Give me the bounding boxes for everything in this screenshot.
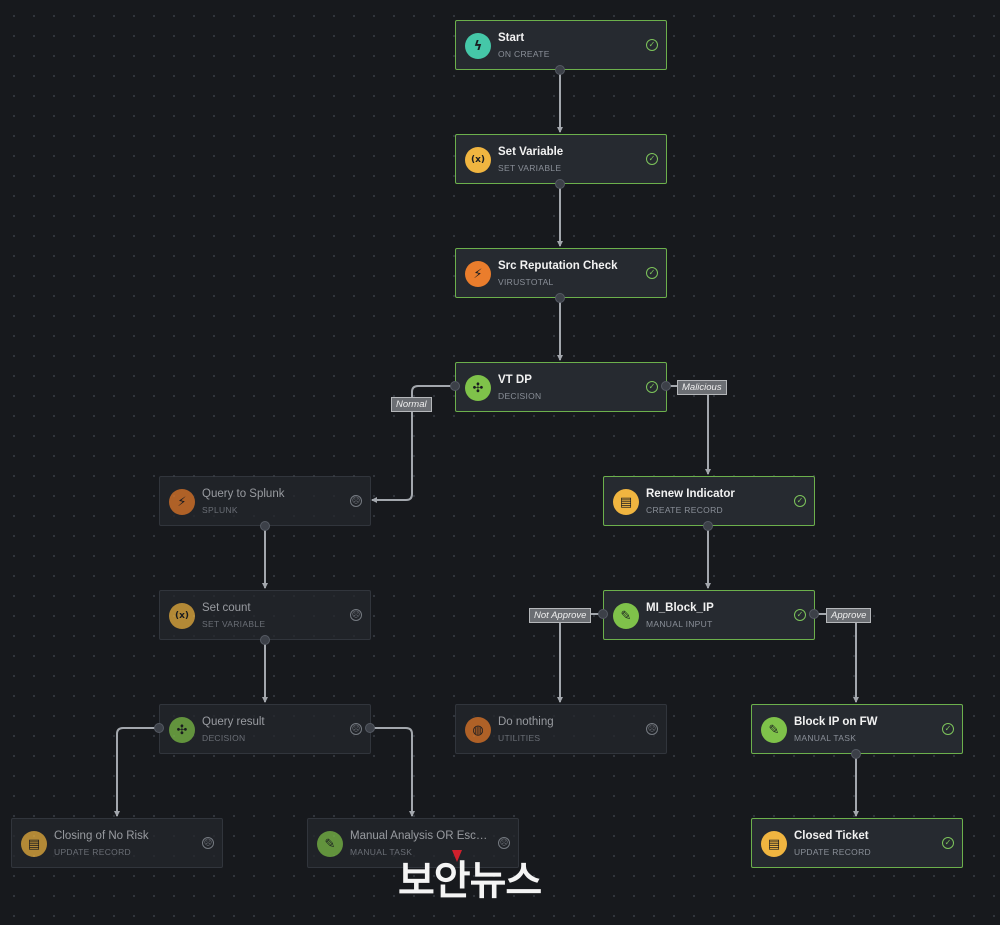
lightbulb-icon: ◍ [465,717,491,743]
pending-face-icon: ☹ [202,837,214,849]
port[interactable] [450,381,460,391]
node-mi-block-ip[interactable]: ✎ MI_Block_IP MANUAL INPUT ✓ [603,590,815,640]
pending-face-icon: ☹ [646,723,658,735]
port[interactable] [661,381,671,391]
node-type: ON CREATE [498,49,550,59]
check-circle-icon: ✓ [646,381,658,393]
node-title: MI_Block_IP [646,602,714,614]
port[interactable] [809,609,819,619]
node-type: UPDATE RECORD [54,847,131,857]
node-set-variable[interactable]: (x) Set Variable SET VARIABLE ✓ [455,134,667,184]
node-type: MANUAL TASK [350,847,413,857]
decision-icon: ✣ [169,717,195,743]
node-title: Start [498,32,525,44]
node-query-result[interactable]: ✣ Query result DECISION ☹ [159,704,371,754]
pencil-icon: ✎ [613,603,639,629]
node-type: SET VARIABLE [202,619,266,629]
record-icon: ▤ [613,489,639,515]
port[interactable] [555,179,565,189]
edge-label-normal: Normal [391,397,432,412]
node-type: MANUAL INPUT [646,619,713,629]
port[interactable] [703,521,713,531]
node-title: Do nothing [498,716,554,728]
node-renew-indicator[interactable]: ▤ Renew Indicator CREATE RECORD ✓ [603,476,815,526]
record-icon: ▤ [761,831,787,857]
node-query-to-splunk[interactable]: ⚡ Query to Splunk SPLUNK ☹ [159,476,371,526]
task-icon: ✎ [761,717,787,743]
node-title: Block IP on FW [794,716,878,728]
pending-face-icon: ☹ [350,723,362,735]
port[interactable] [154,723,164,733]
port[interactable] [851,749,861,759]
check-circle-icon: ✓ [646,153,658,165]
pending-face-icon: ☹ [350,609,362,621]
edge-query-result-to-closing [114,727,160,817]
port[interactable] [555,65,565,75]
node-type: UTILITIES [498,733,541,743]
pending-face-icon: ☹ [498,837,510,849]
plug-icon: ⚡ [169,489,195,515]
check-circle-icon: ✓ [794,495,806,507]
node-title: Set count [202,602,251,614]
decision-icon: ✣ [465,375,491,401]
edge-vt-dp-malicious [666,385,711,475]
node-title: Src Reputation Check [498,260,618,272]
watermark-accent [452,850,462,862]
variable-icon: (x) [169,603,195,629]
node-type: MANUAL TASK [794,733,857,743]
node-type: VIRUSTOTAL [498,277,554,287]
check-circle-icon: ✓ [942,837,954,849]
node-closed-ticket[interactable]: ▤ Closed Ticket UPDATE RECORD ✓ [751,818,963,868]
node-title: VT DP [498,374,532,386]
port[interactable] [365,723,375,733]
node-title: Set Variable [498,146,564,158]
node-title: Renew Indicator [646,488,735,500]
node-title: Manual Analysis OR Escal... [350,830,492,842]
edge-mi-block-approve [814,613,859,703]
node-start[interactable]: ϟ Start ON CREATE ✓ [455,20,667,70]
plug-icon: ⚡ [465,261,491,287]
node-src-reputation-check[interactable]: ⚡ Src Reputation Check VIRUSTOTAL ✓ [455,248,667,298]
check-circle-icon: ✓ [794,609,806,621]
node-title: Closed Ticket [794,830,869,842]
edge-vt-dp-normal [371,385,456,503]
node-closing-of-no-risk[interactable]: ▤ Closing of No Risk UPDATE RECORD ☹ [11,818,223,868]
node-block-ip-on-fw[interactable]: ✎ Block IP on FW MANUAL TASK ✓ [751,704,963,754]
edge-mi-block-not-approve [557,613,604,703]
node-type: SPLUNK [202,505,238,515]
check-circle-icon: ✓ [646,267,658,279]
node-title: Query result [202,716,265,728]
node-vt-dp[interactable]: ✣ VT DP DECISION ✓ [455,362,667,412]
node-type: UPDATE RECORD [794,847,871,857]
port[interactable] [260,635,270,645]
node-type: DECISION [202,733,246,743]
node-manual-analysis[interactable]: ✎ Manual Analysis OR Escal... MANUAL TAS… [307,818,519,868]
pending-face-icon: ☹ [350,495,362,507]
node-type: SET VARIABLE [498,163,562,173]
port[interactable] [260,521,270,531]
variable-icon: (x) [465,147,491,173]
node-type: DECISION [498,391,542,401]
record-icon: ▤ [21,831,47,857]
bolt-icon: ϟ [465,33,491,59]
port[interactable] [598,609,608,619]
node-title: Query to Splunk [202,488,285,500]
edge-label-not-approve: Not Approve [529,608,592,623]
check-circle-icon: ✓ [646,39,658,51]
edge-query-result-to-manual-analysis [370,727,415,817]
edge-label-approve: Approve [826,608,872,623]
port[interactable] [555,293,565,303]
node-set-count[interactable]: (x) Set count SET VARIABLE ☹ [159,590,371,640]
node-type: CREATE RECORD [646,505,723,515]
task-icon: ✎ [317,831,343,857]
check-circle-icon: ✓ [942,723,954,735]
node-do-nothing[interactable]: ◍ Do nothing UTILITIES ☹ [455,704,667,754]
node-title: Closing of No Risk [54,830,149,842]
watermark-logo: 보안뉴스 [398,858,542,904]
edge-label-malicious: Malicious [677,380,727,395]
